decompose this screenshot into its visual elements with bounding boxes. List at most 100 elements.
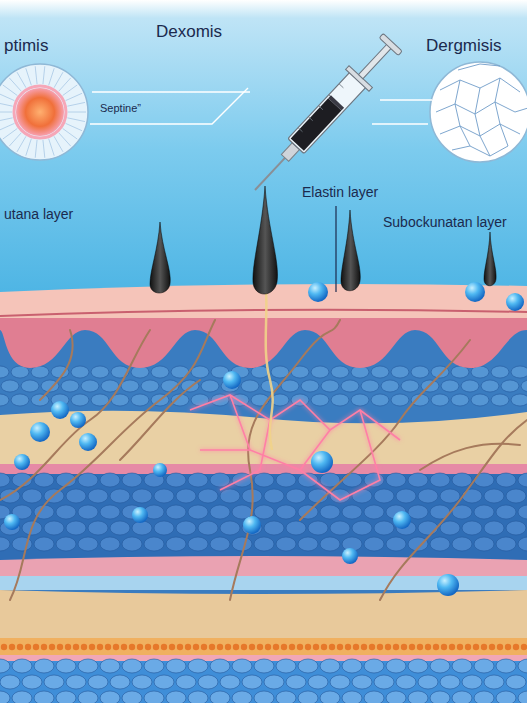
illustration-part [190, 395, 400, 440]
illustration-part [0, 66, 86, 157]
illustration-part [298, 128, 302, 132]
illustration-part [386, 691, 406, 703]
illustration-part [68, 112, 86, 113]
illustration-part [298, 84, 343, 132]
illustration-part [473, 644, 479, 650]
illustration-part [255, 156, 286, 190]
illustration-part [54, 72, 63, 88]
illustration-part [342, 691, 362, 703]
illustration-part [41, 644, 47, 650]
illustration-part [0, 366, 9, 378]
illustration-part [17, 72, 26, 88]
illustration-part [339, 84, 343, 88]
illustration-part [276, 537, 296, 551]
illustration-part [474, 691, 494, 703]
illustration-part [0, 537, 10, 551]
illustration-part [518, 691, 527, 703]
illustration-part [471, 394, 489, 406]
illustration-part [286, 521, 306, 535]
illustration-part [210, 691, 230, 703]
illustration-part [359, 44, 392, 79]
illustration-part [320, 505, 340, 519]
illustration-part [301, 380, 319, 392]
illustration-part [242, 675, 262, 689]
illustration-part [120, 380, 200, 460]
illustration-part [129, 644, 135, 650]
illustration-part [331, 366, 349, 378]
illustration-part [0, 102, 13, 106]
illustration-part [308, 675, 328, 689]
illustration-part [154, 521, 174, 535]
illustration-part [418, 675, 438, 689]
illustration-part [56, 691, 76, 703]
illustration-part [35, 66, 37, 84]
illustration-part [110, 521, 130, 535]
illustration-part [254, 691, 274, 703]
illustration-part [66, 489, 86, 503]
illustration-part [110, 489, 130, 503]
illustration-part [436, 64, 527, 156]
illustration-part [266, 290, 273, 450]
illustration-part [91, 366, 109, 378]
illustration-part [385, 644, 391, 650]
illustration-part [496, 691, 516, 703]
illustration-part [40, 330, 73, 400]
illustration-part [22, 675, 42, 689]
illustration-part [273, 644, 279, 650]
illustration-part [10, 320, 215, 600]
illustration-part [0, 474, 527, 562]
illustration-part [90, 88, 248, 124]
illustration-part [49, 139, 55, 156]
illustration-part [496, 659, 516, 673]
illustration-part [484, 489, 504, 503]
illustration-part [452, 146, 508, 156]
illustration-part [0, 64, 88, 160]
layer-label: Septine” [100, 102, 141, 115]
illustration-part [0, 489, 20, 503]
illustration-part [154, 675, 174, 689]
illustration-part [176, 489, 196, 503]
illustration-part [89, 644, 95, 650]
illustration-part [166, 691, 186, 703]
illustration-part [1, 380, 19, 392]
illustration-part [396, 675, 416, 689]
illustration-part [56, 537, 76, 551]
illustration-part [132, 489, 152, 503]
illustration-part [481, 644, 487, 650]
illustration-part [372, 123, 428, 124]
illustration-part [298, 659, 318, 673]
illustration-part [308, 521, 328, 535]
illustration-part [0, 112, 12, 113]
illustration-part [43, 66, 45, 84]
illustration-part [489, 644, 495, 650]
illustration-part [391, 394, 409, 406]
illustration-part [465, 644, 471, 650]
illustration-part [0, 330, 150, 500]
illustration-part [210, 659, 230, 673]
illustration-part [209, 644, 215, 650]
illustration-part [345, 644, 351, 650]
illustration-part [153, 463, 167, 477]
illustration-part [105, 644, 111, 650]
illustration-part [484, 232, 496, 286]
illustration-part [54, 136, 63, 152]
illustration-part [440, 489, 460, 503]
illustration-part [61, 380, 79, 392]
illustration-part [401, 644, 407, 650]
layer-label: utana layer [4, 206, 73, 222]
illustration-part [393, 644, 399, 650]
illustration-part [374, 521, 394, 535]
illustration-part [70, 412, 86, 428]
illustration-part [319, 106, 323, 110]
illustration-part [330, 675, 350, 689]
illustration-part [100, 691, 120, 703]
illustration-part [122, 691, 142, 703]
illustration-part [188, 659, 208, 673]
illustration-part [198, 489, 218, 503]
illustration-part [73, 644, 79, 650]
illustration-part [361, 644, 367, 650]
illustration-part [371, 366, 389, 378]
illustration-part [200, 449, 250, 451]
illustration-part [0, 310, 527, 316]
